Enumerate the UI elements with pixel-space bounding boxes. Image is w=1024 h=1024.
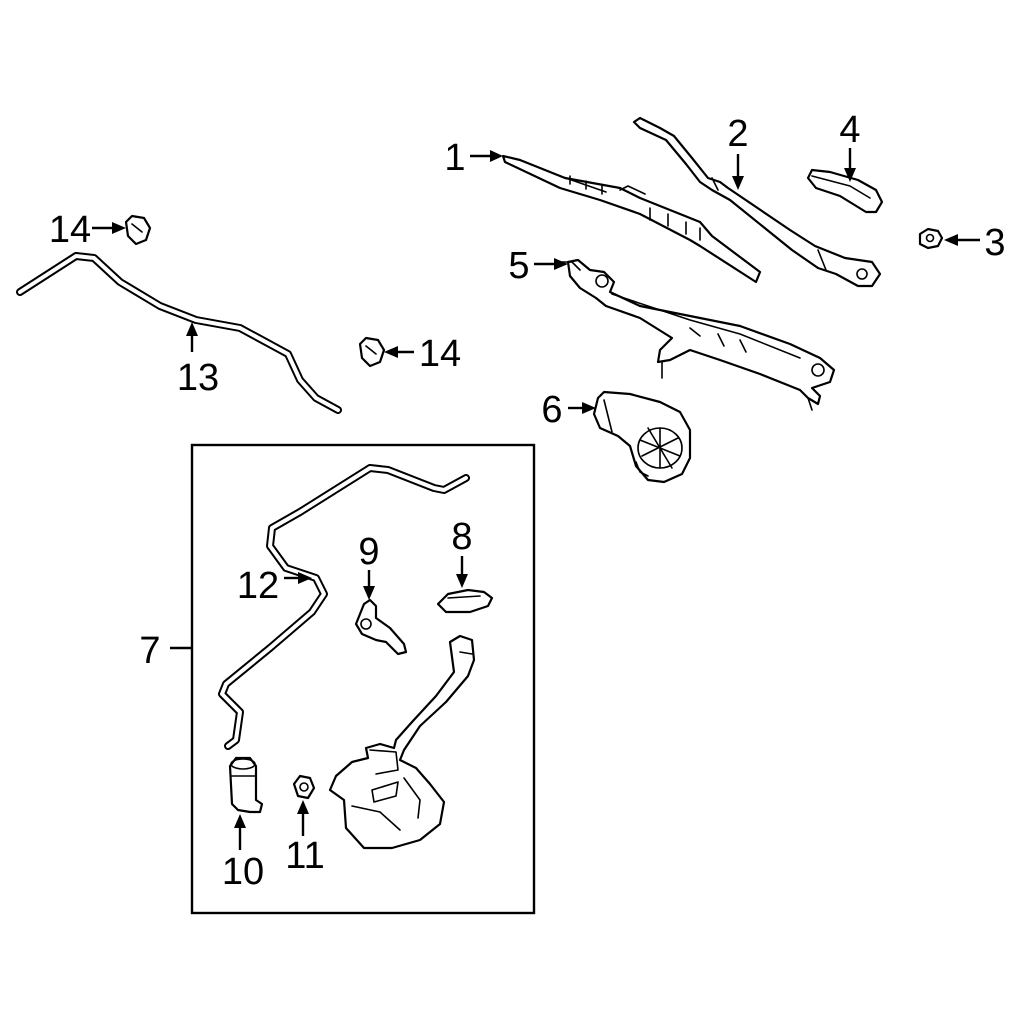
callout-6: 6 [541,389,562,431]
callout-9: 9 [358,531,379,573]
washer-system-box [190,443,536,915]
callout-1: 1 [444,137,465,179]
wiper-motor[interactable] [592,390,692,484]
pivot-cap[interactable] [806,168,884,214]
callout-4: 4 [839,109,860,151]
callout-13: 13 [177,357,219,399]
leader-lines [92,148,980,850]
hose-clip-upper[interactable] [124,214,152,246]
callout-10: 10 [222,851,264,893]
callout-11: 11 [285,835,324,877]
callout-8: 8 [451,516,472,558]
wiper-linkage[interactable] [561,258,836,411]
washer-hose-front[interactable] [16,252,342,414]
callout-3: 3 [984,222,1005,264]
callout-12: 12 [237,565,279,607]
pump-grommet[interactable] [292,774,316,800]
washer-nozzle[interactable] [354,598,408,656]
callout-7: 7 [139,630,160,672]
washer-hose-rear[interactable] [218,464,470,750]
callout-5: 5 [508,245,529,287]
washer-pump[interactable] [228,756,264,814]
wiper-blade[interactable] [501,154,762,284]
wiper-arm[interactable] [632,116,882,288]
reservoir-cap[interactable] [436,588,494,614]
washer-reservoir[interactable] [328,634,476,850]
callout-2: 2 [727,113,748,155]
callout-14-lower: 14 [419,333,461,375]
nut[interactable] [918,227,944,250]
hose-clip-lower[interactable] [358,336,386,368]
callout-14-upper: 14 [49,209,91,251]
